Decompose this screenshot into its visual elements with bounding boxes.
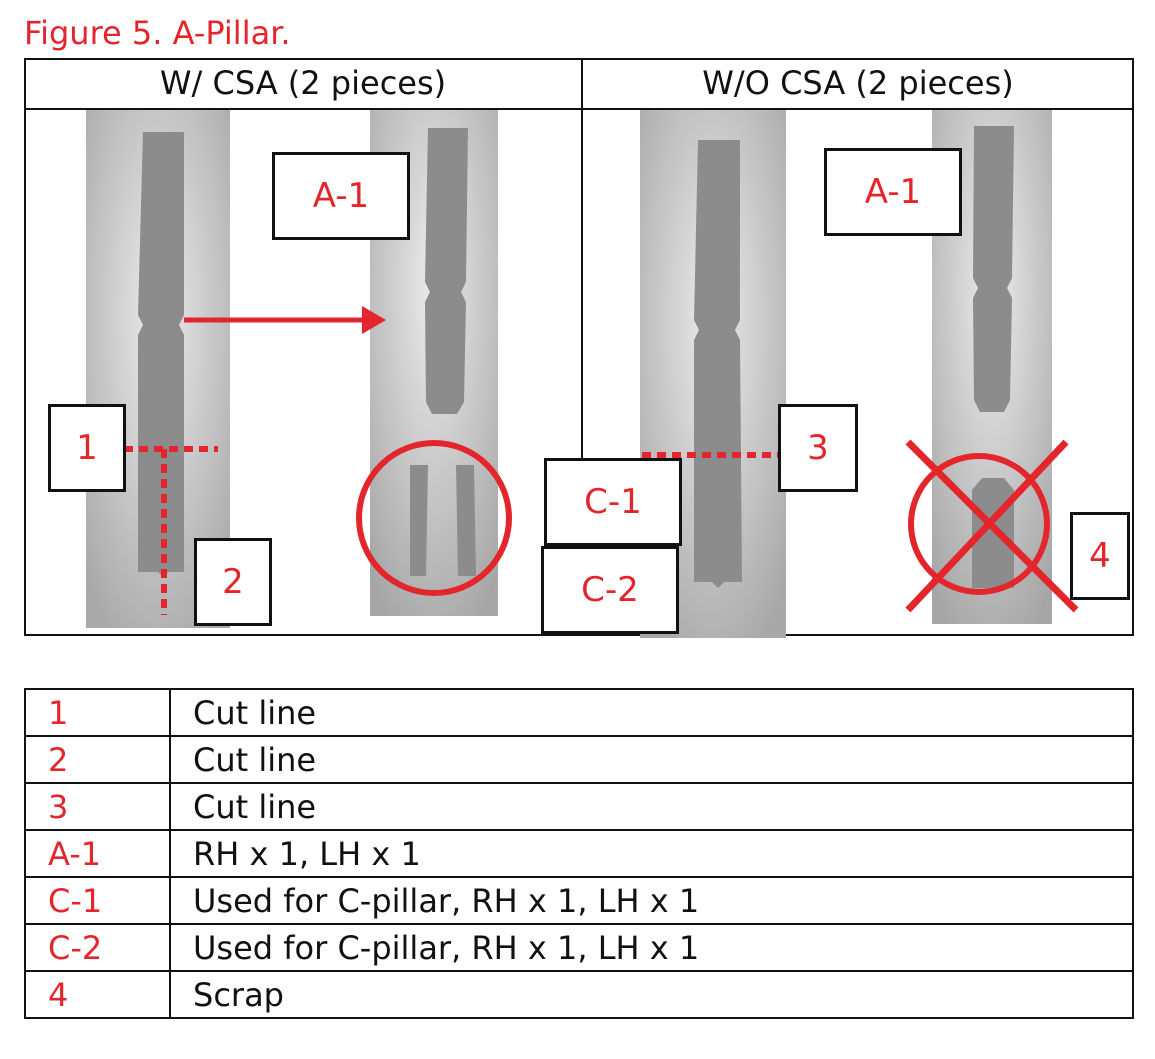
table-row: 4 Scrap xyxy=(24,970,1134,1019)
a1-part-shape xyxy=(973,126,1014,412)
table-row: C-2 Used for C-pillar, RH x 1, LH x 1 xyxy=(24,923,1134,972)
legend-key: 1 xyxy=(24,688,171,737)
label-left-a1: A-1 xyxy=(272,152,410,240)
label-cut-2: 2 xyxy=(194,538,272,626)
left-column-title: W/ CSA (2 pieces) xyxy=(159,64,447,102)
column-divider xyxy=(581,60,583,634)
table-row: 2 Cut line xyxy=(24,735,1134,784)
label-right-a1: A-1 xyxy=(824,148,962,236)
part-shape xyxy=(138,132,184,578)
legend-key: 4 xyxy=(24,970,171,1019)
label-c1: C-1 xyxy=(544,458,682,546)
panel-header: W/ CSA (2 pieces) W/O CSA (2 pieces) xyxy=(26,60,1132,110)
diagram-panel: W/ CSA (2 pieces) W/O CSA (2 pieces) xyxy=(24,58,1134,638)
figure-title: Figure 5. A-Pillar. xyxy=(24,14,291,52)
legend-table: 1 Cut line 2 Cut line 3 Cut line A-1 RH … xyxy=(24,688,1134,1019)
c1-part-shape xyxy=(410,465,428,576)
c2-part-shape xyxy=(456,465,476,576)
legend-key: 3 xyxy=(24,782,171,831)
label-c2: C-2 xyxy=(541,546,679,634)
legend-desc: Used for C-pillar, RH x 1, LH x 1 xyxy=(169,876,1134,925)
label-cut-1: 1 xyxy=(48,404,126,492)
table-row: A-1 RH x 1, LH x 1 xyxy=(24,829,1134,878)
legend-key: C-1 xyxy=(24,876,171,925)
table-row: 1 Cut line xyxy=(24,688,1134,737)
right-column-title: W/O CSA (2 pieces) xyxy=(702,64,1014,102)
label-scrap-4: 4 xyxy=(1070,512,1130,600)
legend-desc: Cut line xyxy=(169,782,1134,831)
label-cut-3: 3 xyxy=(778,404,858,492)
legend-key: 2 xyxy=(24,735,171,784)
legend-desc: Used for C-pillar, RH x 1, LH x 1 xyxy=(169,923,1134,972)
legend-key: A-1 xyxy=(24,829,171,878)
legend-desc: RH x 1, LH x 1 xyxy=(169,829,1134,878)
legend-desc: Scrap xyxy=(169,970,1134,1019)
legend-desc: Cut line xyxy=(169,735,1134,784)
legend-desc: Cut line xyxy=(169,688,1134,737)
table-row: 3 Cut line xyxy=(24,782,1134,831)
a1-part-shape xyxy=(425,128,468,414)
scrap-part-shape xyxy=(972,478,1014,588)
table-row: C-1 Used for C-pillar, RH x 1, LH x 1 xyxy=(24,876,1134,925)
part-shape xyxy=(694,140,742,588)
legend-key: C-2 xyxy=(24,923,171,972)
